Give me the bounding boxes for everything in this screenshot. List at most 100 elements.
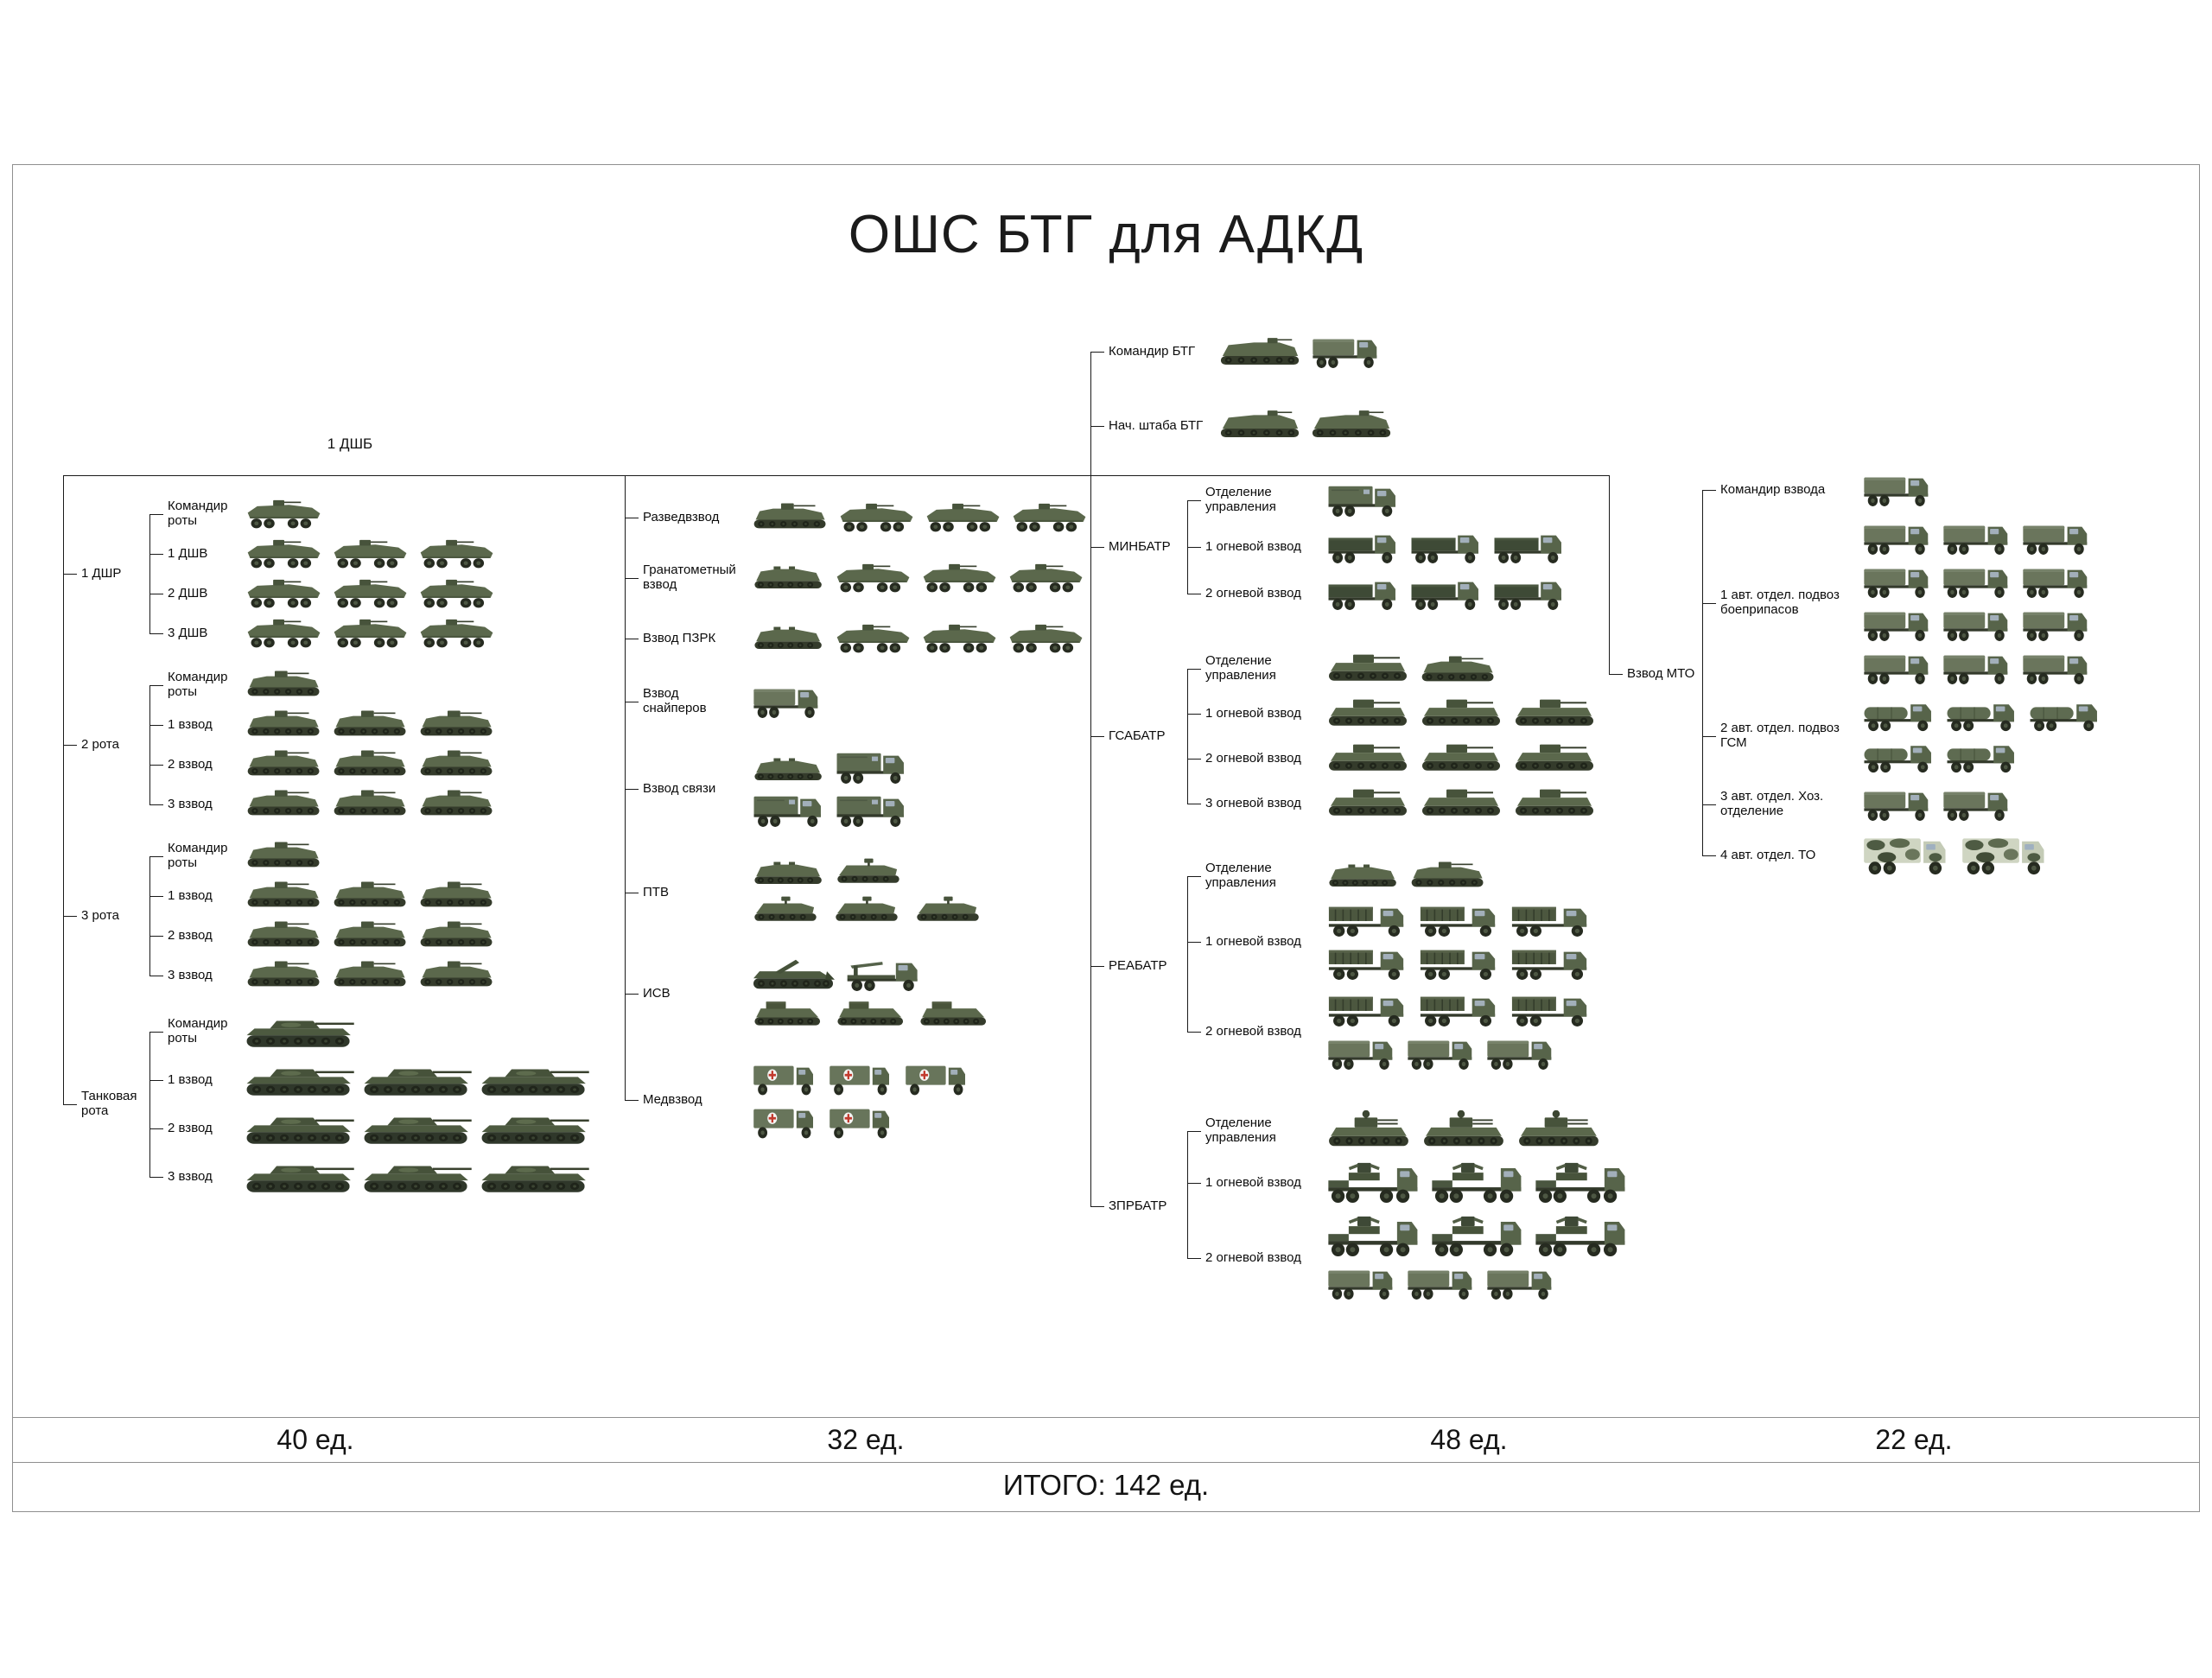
vehicle-row [245,1108,590,1149]
vehicle-rows [1325,481,1402,519]
mine-clearing-vehicle-icon [751,999,827,1032]
vehicle-row [1325,901,1593,939]
vehicle-row [1325,860,1488,893]
ambulance-van-icon [903,1059,972,1097]
vehicle-rows [245,840,324,873]
unit-label: 2 взвод [168,756,213,772]
column4-total: 22 ед. [1875,1424,1953,1455]
vehicle-row [245,788,497,821]
vehicle-row [1861,563,2093,601]
connector-tick [149,1031,163,1033]
connector-spine [1187,876,1188,1032]
unit-branch: Командир роты [149,669,497,702]
totals-divider-top [12,1417,2200,1418]
unit-branch: Отделение управления [1187,1110,1630,1152]
mine-clearing-vehicle-icon [917,999,993,1032]
wheeled-apc-icon [1010,501,1090,534]
unit-label: 3 рота [81,907,119,923]
unit-branch: 1 огневой взвод [1187,696,1599,732]
vehicle-row [1325,1214,1630,1259]
vehicle-rows [245,880,497,912]
vehicle-row [1325,1160,1630,1205]
unit-label: Взвод ПЗРК [643,630,716,645]
vehicle-row [1325,1110,1604,1152]
unit-label: 2 огневой взвод [1205,1249,1301,1265]
connector-tick [1187,941,1201,943]
vehicle-row [751,562,1086,594]
self-propelled-gun-icon [1512,740,1599,777]
vehicle-rows [1218,409,1395,443]
wheeled-apc-icon [924,501,1003,534]
vehicle-row [1218,333,1382,371]
unit-label: 2 авт. отдел. подвоз ГСМ [1720,721,1840,750]
unit-branch: Отделение управления [1187,651,1599,687]
vehicle-rows [1325,785,1599,822]
wheeled-apc-icon [331,577,410,610]
vehicle-row [1325,528,1567,566]
vehicle-row [1861,697,2103,734]
unit-label: Командир роты [168,670,228,699]
unit-label: РЕАБАТР [1109,957,1167,973]
unit-label: Командир роты [168,841,228,870]
unit-label: 2 взвод [168,927,213,943]
unit-branch: 2 огневой взвод [1187,740,1599,777]
tank-icon [480,1108,590,1149]
connector-spine [1187,1131,1188,1258]
cargo-truck-icon [1861,785,1934,823]
mto-connector-line [1609,475,1610,674]
wheeled-apc-icon [1007,562,1086,594]
unit-label: 3 взвод [168,967,213,982]
tank-icon [245,1156,355,1198]
cargo-truck-icon [1941,649,2013,687]
tank-icon [245,1059,355,1101]
connector-tick [625,1099,639,1101]
unit-branch: ИСВ [625,956,1090,1032]
vehicle-row [1861,519,2093,557]
mlrs-truck-icon [1417,901,1502,939]
mlrs-truck-icon [1509,944,1593,982]
column3-total: 48 ед. [1430,1424,1508,1455]
unit-label: 1 взвод [168,887,213,903]
connector-tick [1090,735,1104,737]
tracked-ifv-icon [245,919,324,952]
vehicle-row [1325,481,1402,519]
unit-label: 2 взвод [168,1120,213,1135]
unit-branch: Гранатометный взвод [625,562,1090,594]
vehicle-row [751,1059,972,1097]
connector-tick [1187,1182,1201,1184]
unit-branch: 1 огневой взвод [1187,1160,1630,1205]
connector-tick [1187,713,1201,715]
unit-branch: 1 взвод [149,880,497,912]
column2-total: 32 ед. [827,1424,905,1455]
tracked-apc-icon [751,859,827,890]
column1-total: 40 ед. [276,1424,354,1455]
self-propelled-gun-icon [1325,651,1412,687]
connector-tick [149,724,163,726]
unit-label: Командир взвода [1720,481,1826,497]
unit-label: Отделение управления [1205,653,1276,683]
connector-tick [149,1079,163,1081]
aa-missile-gun-truck-icon [1429,1214,1526,1259]
unit-label: 4 авт. отдел. ТО [1720,847,1816,862]
unit-label: Отделение управления [1205,861,1276,890]
unit-label: ИСВ [643,985,671,1001]
vehicle-row [1861,834,2051,877]
vehicle-row [1325,651,1498,687]
cargo-truck-icon [1861,471,1934,509]
mlrs-truck-icon [1325,991,1410,1029]
connector-tick [1187,1257,1201,1259]
atgm-carrier-icon [834,857,908,890]
vehicle-row [751,683,823,721]
vehicle-rows [245,1156,590,1198]
unit-label: Взвод связи [643,780,716,796]
connector-tick [1702,489,1716,491]
mortar-truck-icon [1408,528,1484,566]
unit-branch: 1 огневой взвод [1187,528,1567,566]
vehicle-rows [751,956,993,1032]
tracked-ifv-icon [245,709,324,741]
